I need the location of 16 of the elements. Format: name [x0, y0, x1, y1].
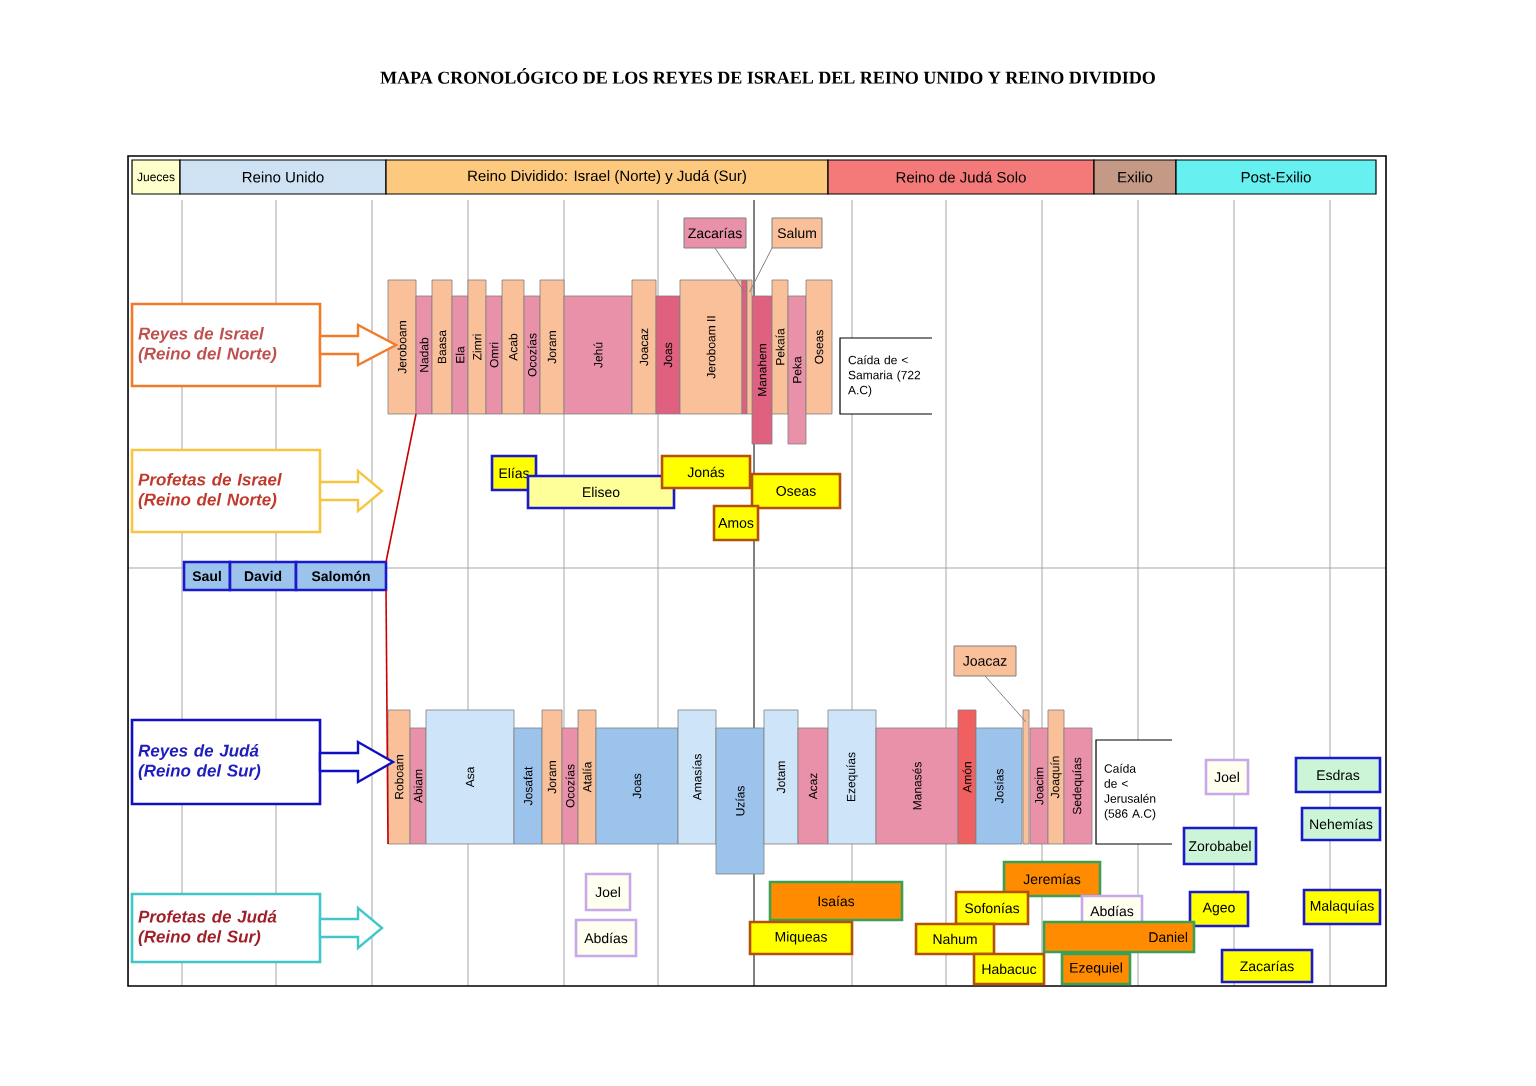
row-label: Profetas de Israel (Reino del Norte) [130, 448, 322, 534]
bar [746, 279, 753, 415]
leader-line [984, 675, 1027, 723]
row-label: Profetas de Judá (Reino del Sur) [130, 892, 322, 964]
block-arrow [318, 739, 396, 785]
row-label: Reyes de Judá (Reino del Sur) [130, 718, 322, 806]
row-label: Reyes de Israel (Reino del Norte) [130, 302, 322, 388]
block-arrow [318, 905, 384, 951]
leader-line [714, 247, 745, 293]
bar [1022, 709, 1030, 845]
connector-line [385, 589, 389, 845]
leader-line [749, 247, 773, 293]
block-arrow [318, 468, 384, 514]
block-arrow [318, 323, 399, 367]
title: MAPA CRONOLÓGICO DE LOS REYES DE ISRAEL DEL REINO UNIDO Y REINO DIVIDIDO [380, 68, 1155, 84]
connector-line [385, 413, 417, 563]
